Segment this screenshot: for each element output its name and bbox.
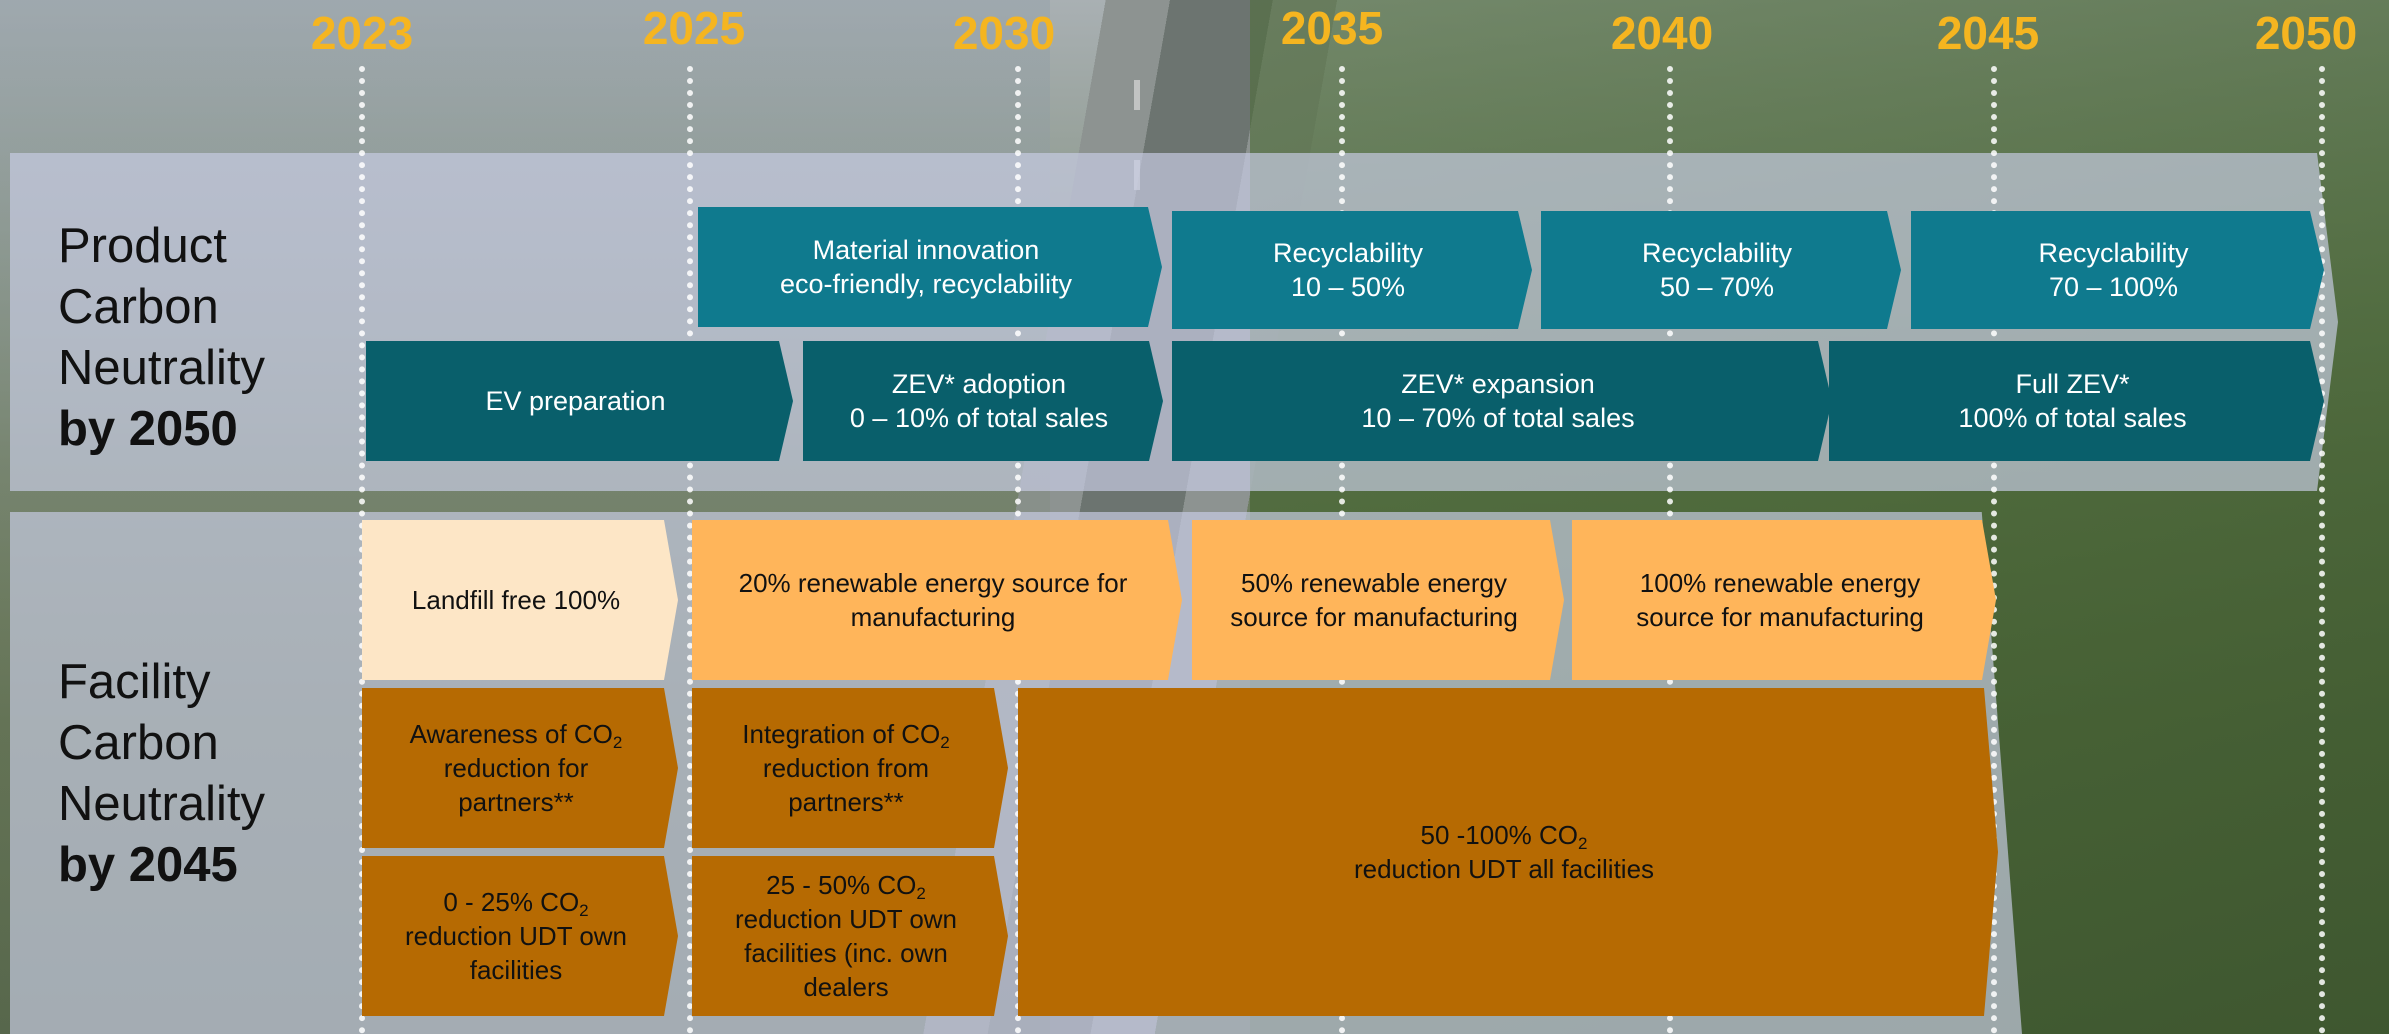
product-carbon-neutrality-label: Product Carbon Neutrality by 2050 — [58, 216, 265, 460]
label-line: Neutrality — [58, 341, 265, 395]
label-line: Carbon — [58, 280, 219, 334]
year-label: 2023 — [310, 7, 414, 59]
label-line: Product — [58, 219, 227, 273]
year-label: 2040 — [1610, 7, 1714, 59]
milestone-full-zev: Full ZEV*100% of total sales — [1829, 341, 2324, 461]
label-target-year: by 2045 — [58, 838, 238, 892]
label-target-year: by 2050 — [58, 402, 238, 456]
year-label: 2050 — [2254, 7, 2358, 59]
gridline-2045 — [1991, 66, 1997, 1034]
year-label: 2030 — [952, 7, 1056, 59]
milestone-landfill-free: Landfill free 100% — [362, 520, 678, 680]
facility-carbon-neutrality-label: Facility Carbon Neutrality by 2045 — [58, 652, 265, 896]
year-label: 2045 — [1936, 7, 2040, 59]
gridline-2050 — [2319, 66, 2325, 1034]
milestone-text: EV preparation — [485, 386, 666, 416]
label-line: Carbon — [58, 716, 219, 770]
milestone-text: Landfill free 100% — [411, 585, 621, 615]
milestone-text: Full ZEV*100% of total sales — [1958, 369, 2187, 433]
milestone-ev-preparation: EV preparation — [366, 341, 793, 461]
year-label: 2025 — [642, 2, 746, 54]
year-label: 2035 — [1280, 2, 1384, 54]
label-line: Neutrality — [58, 777, 265, 831]
label-line: Facility — [58, 655, 211, 709]
gridline-2025 — [687, 66, 693, 1034]
road-marking — [1134, 80, 1140, 110]
